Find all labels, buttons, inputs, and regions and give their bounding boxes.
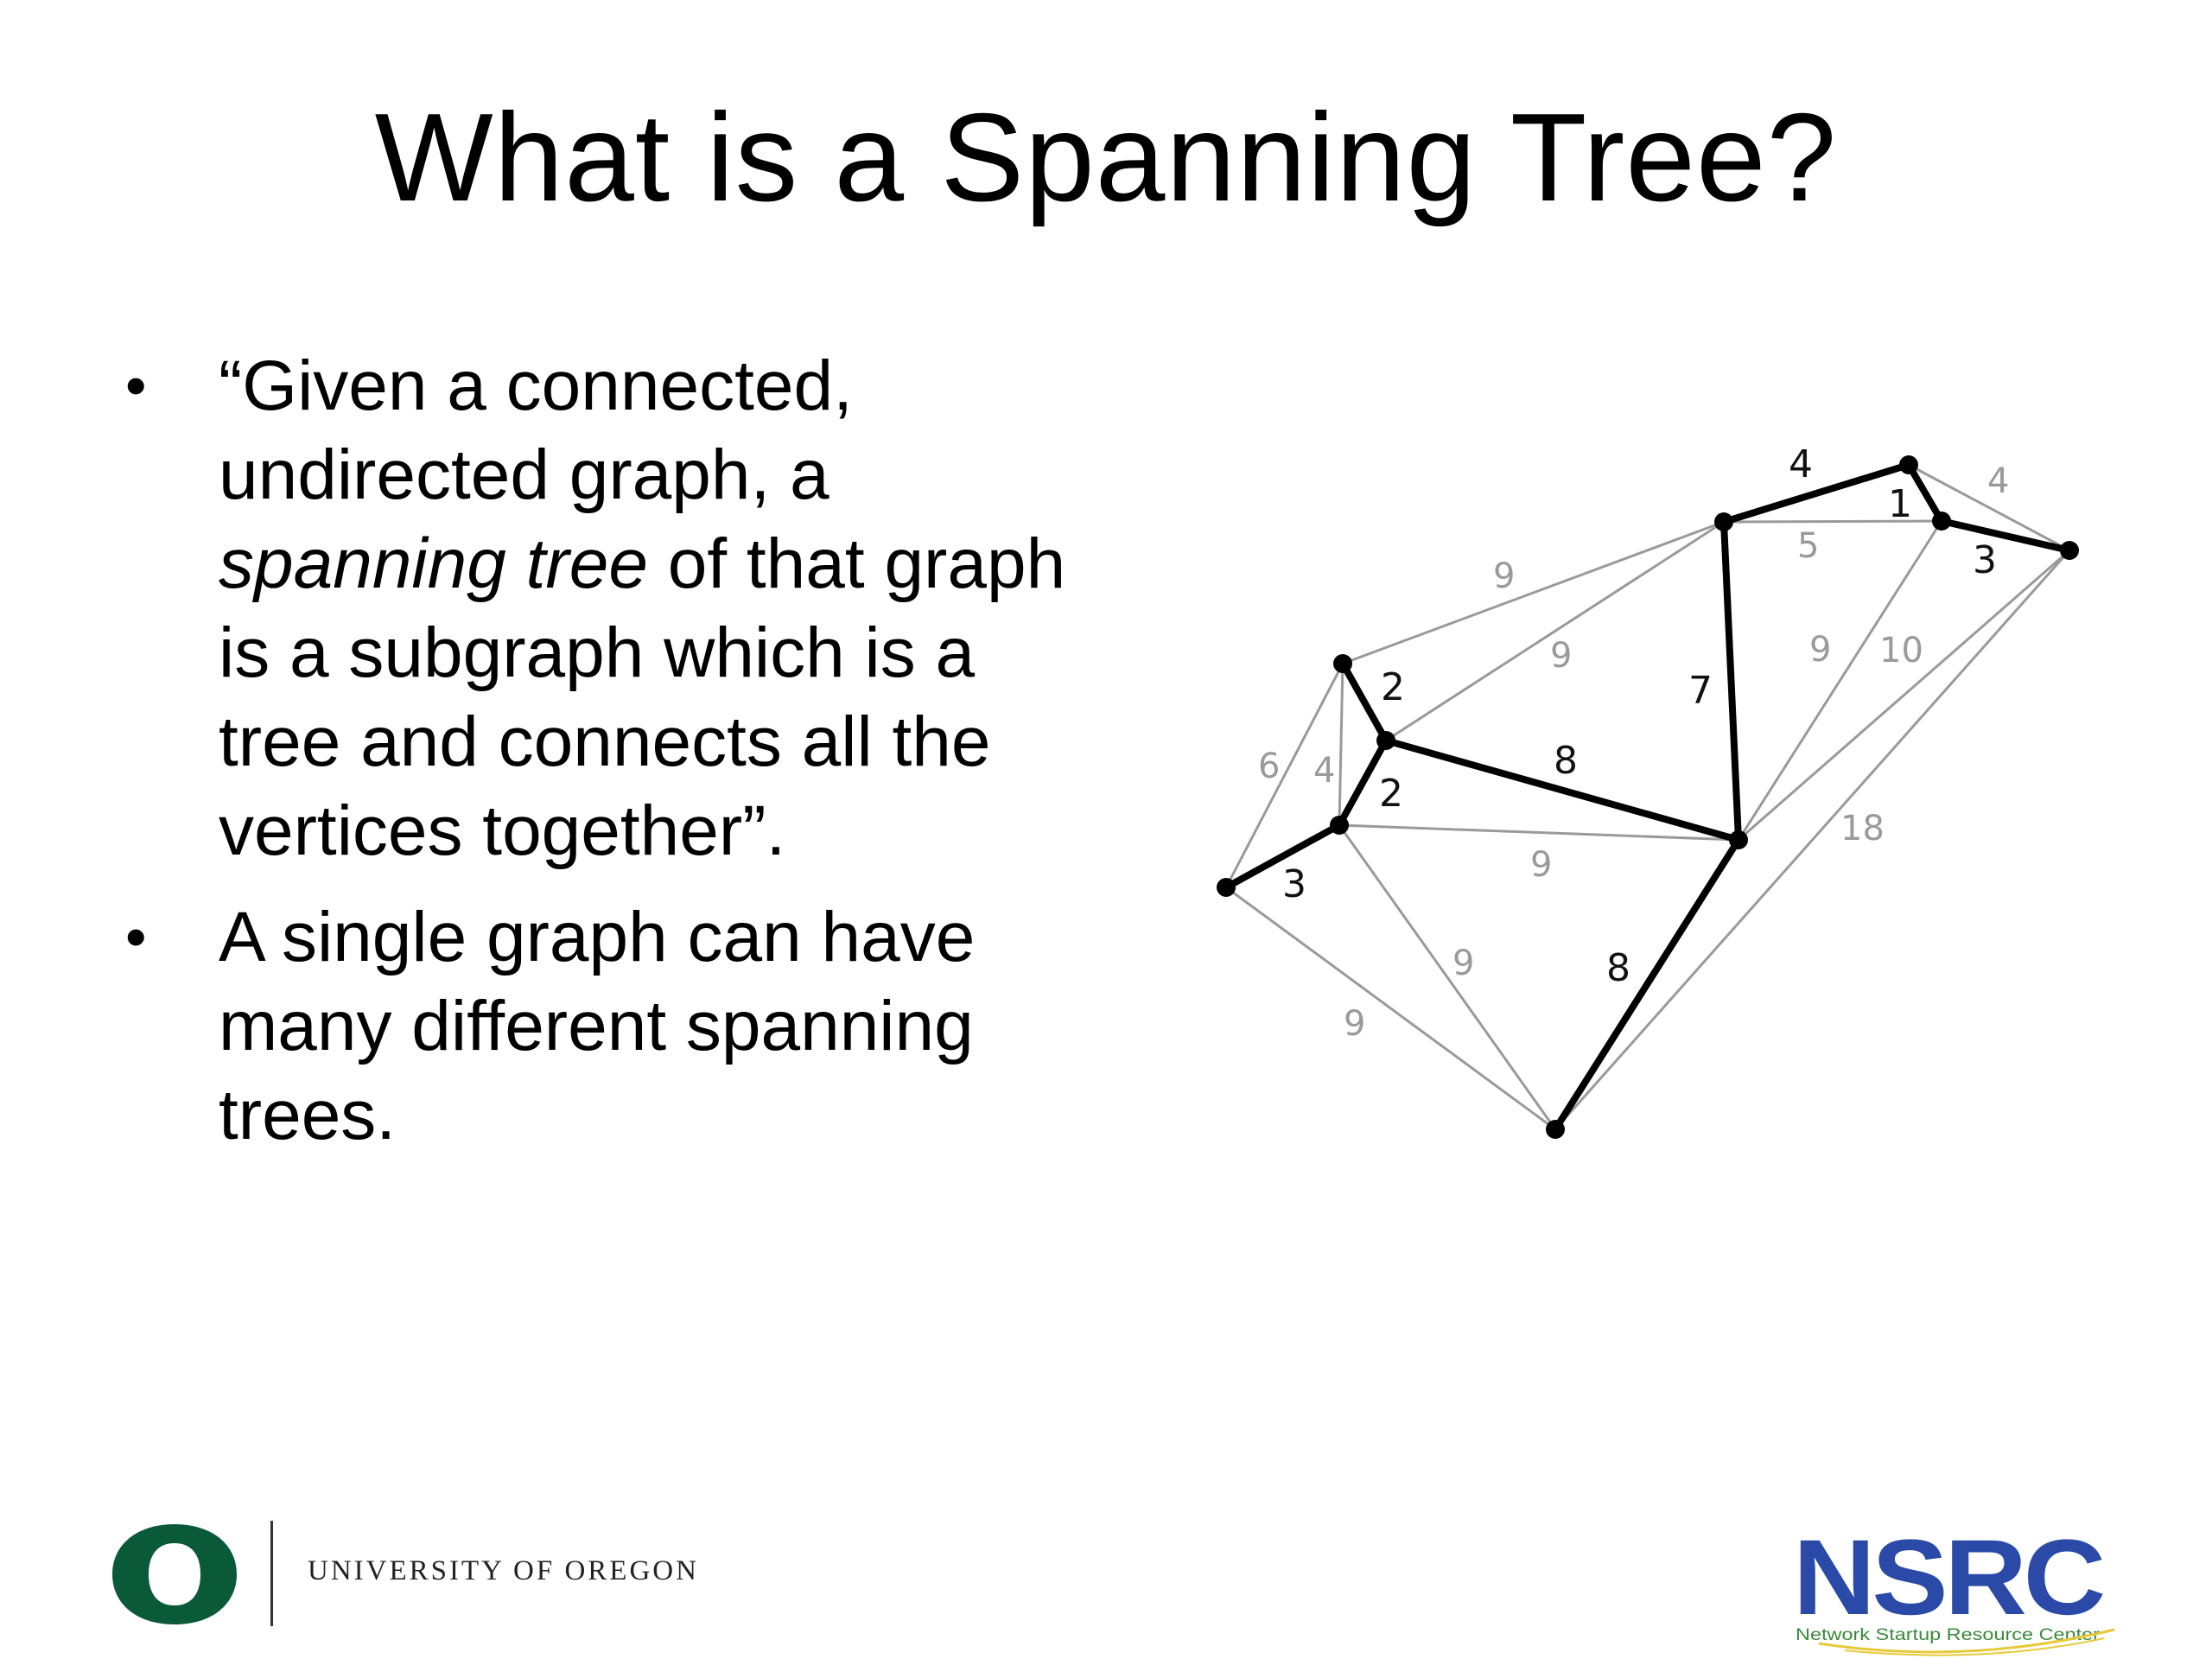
graph-vertex (1714, 512, 1733, 531)
uo-o-logo (112, 1524, 237, 1624)
edge-weight-label: 3 (1282, 862, 1306, 906)
edge-weight-label: 5 (1797, 526, 1819, 566)
edge-weight-label: 9 (1550, 636, 1572, 676)
tree-edges (1223, 461, 2073, 1133)
edge-weight-label: 1 (1888, 482, 1912, 526)
bullet-marker: • (125, 903, 147, 970)
edge-weight-label: 4 (1313, 751, 1335, 791)
edge-non-tree (1554, 550, 2071, 1130)
edge-non-tree (1737, 520, 1943, 841)
graph-vertex (1729, 830, 1748, 849)
graph-vertex (1217, 878, 1236, 897)
uo-o-logo-shape (112, 1524, 237, 1624)
edge-tree (1223, 822, 1343, 891)
edge-non-tree (1723, 519, 1942, 524)
footer-divider (270, 1521, 273, 1626)
edge-non-tree (1224, 663, 1344, 888)
edge-weight-label: 3 (1973, 538, 1997, 582)
edge-non-tree (1338, 663, 1344, 826)
graph-vertices (1217, 455, 2079, 1139)
graph-vertex (1932, 512, 1951, 531)
nsrc-tagline: Network Startup Resource Center (1796, 1626, 2101, 1644)
edge-weight-label: 9 (1493, 556, 1515, 596)
edge-tree (1720, 518, 1742, 843)
definition-text-end: of that graph is a subgraph which is a t… (219, 524, 1066, 870)
bullet-marker: • (125, 352, 147, 419)
non-tree-edges (1224, 463, 2071, 1131)
edge-non-tree (1908, 463, 2070, 552)
edge-tree (1336, 737, 1389, 829)
graph-vertex (1333, 654, 1352, 673)
edge-weight-label: 10 (1879, 631, 1923, 671)
edge-non-tree (1342, 520, 1725, 665)
edge-weight-label: 4 (1987, 461, 2009, 501)
nsrc-swoosh-icon (1844, 1637, 2105, 1656)
edge-weight-label: 4 (1789, 442, 1813, 486)
edge-weight-label: 9 (1452, 944, 1474, 983)
edge-tree (1552, 836, 1742, 1133)
slide-title: What is a Spanning Tree? (374, 87, 1838, 227)
definition-term: spanning tree (219, 524, 648, 603)
bullet-item-many-trees: • A single graph can have many different… (125, 893, 1093, 1160)
edge-non-tree (1338, 824, 1557, 1130)
edge-tree (1382, 737, 1742, 843)
edge-tree (1339, 660, 1389, 744)
nsrc-wordmark: NSRC (1793, 1518, 2104, 1637)
bullet-list: • “Given a connected, undirected graph, … (125, 341, 1093, 1177)
graph-vertex (1899, 455, 1918, 474)
edge-tree (1905, 461, 1945, 524)
edge-weight-label: 2 (1379, 772, 1403, 816)
edge-weight-label: 9 (1809, 630, 1831, 670)
edge-non-tree (1738, 549, 2070, 842)
nsrc-swoosh-icon (1818, 1628, 2115, 1654)
edge-weight-label: 8 (1554, 739, 1578, 783)
edge-tree (1720, 461, 1912, 525)
edge-weight-label: 7 (1688, 669, 1713, 713)
bullet-item-definition: • “Given a connected, undirected graph, … (125, 341, 1093, 875)
graph-vertex (2060, 541, 2079, 560)
edge-weight-label: 8 (1606, 946, 1630, 990)
many-trees-text: A single graph can have many different s… (219, 898, 976, 1154)
definition-text-start: “Given a connected, undirected graph, a (219, 346, 853, 514)
edge-weight-label: 9 (1530, 845, 1552, 885)
edge-non-tree (1338, 823, 1739, 842)
edge-weight-label: 9 (1344, 1004, 1365, 1044)
spanning-tree-graph: 4 1 3 7 2 8 2 3 8 4 5 9 9 9 10 18 6 4 9 … (1217, 442, 2079, 1139)
edge-weight-label: 6 (1258, 747, 1280, 786)
edge-non-tree (1385, 520, 1725, 742)
edge-weight-label: 2 (1381, 665, 1405, 709)
edge-weights: 4 1 3 7 2 8 2 3 8 4 5 9 9 9 10 18 6 4 9 … (1258, 442, 2009, 1044)
edge-weight-label: 18 (1840, 809, 1885, 849)
graph-vertex (1376, 731, 1395, 750)
graph-vertex (1330, 816, 1349, 835)
graph-vertex (1546, 1120, 1565, 1139)
edge-tree (1938, 518, 2073, 554)
edge-non-tree (1225, 886, 1556, 1131)
university-name: UNIVERSITY OF OREGON (308, 1555, 699, 1586)
nsrc-logo: NSRC Network Startup Resource Center (1793, 1518, 2115, 1656)
